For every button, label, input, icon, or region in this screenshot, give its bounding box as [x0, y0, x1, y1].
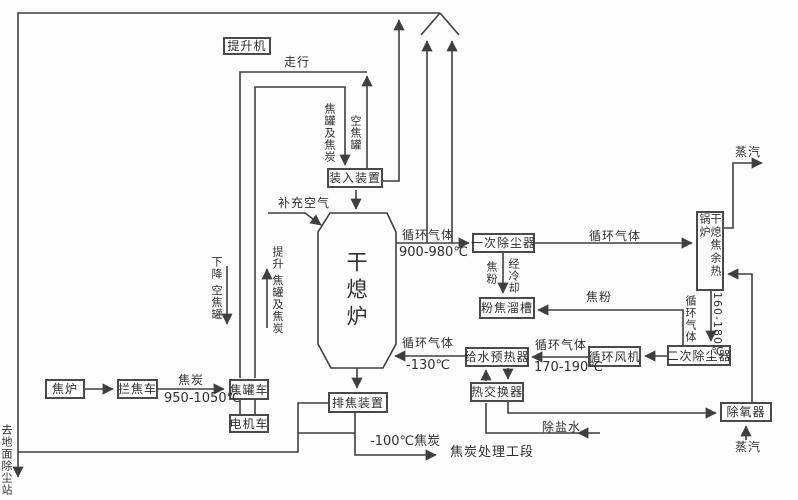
primary-dust-collector-label: 一次除尘器 — [471, 236, 537, 250]
makeup-air-line — [268, 212, 322, 226]
demin-water-line — [485, 403, 578, 434]
label-travel: 走行 — [284, 55, 311, 69]
cold-coke-out-line — [354, 413, 437, 461]
box-coke-guide-car: 拦焦车 — [117, 379, 158, 399]
box-charging-device: 装入装置 — [327, 168, 383, 188]
label-cold-coke: -100℃焦炭 — [370, 434, 441, 449]
steam-out-line — [724, 157, 763, 229]
full-tank-lift-line — [254, 86, 351, 378]
label-empty-tank: 空焦罐 — [349, 115, 362, 151]
label-temp-170-190: 170-190℃ — [534, 360, 603, 375]
box-waste-heat-boiler: 干熄焦余热锅炉 — [696, 211, 724, 291]
hoister-label: 提升机 — [227, 39, 267, 53]
box-circulation-fan: 循环风机 — [588, 346, 641, 367]
travel-descend-line — [239, 71, 367, 378]
label-circ-gas-to-boiler: 循环气体 — [589, 229, 642, 243]
label-circ-gas-down: 循环气体 — [684, 295, 697, 343]
box-deaerator: 除氧器 — [720, 402, 772, 422]
label-steam-top: 蒸汽 — [735, 145, 762, 159]
circulation-fan-label: 循环风机 — [588, 349, 641, 364]
hx-to-deaerator-line — [507, 402, 717, 419]
charging-exhaust-line — [382, 19, 405, 182]
charging-device-label: 装入装置 — [329, 171, 382, 185]
discharger-dust-line — [18, 402, 328, 453]
coke-discharger-label: 排焦装置 — [331, 395, 384, 410]
label-temp-hot: 900-980℃ — [399, 245, 468, 260]
secondary-dust-collector-label: 二次除尘器 — [666, 348, 732, 363]
coke-oven-label: 焦炉 — [51, 382, 78, 396]
label-coke: 焦炭 — [178, 373, 205, 387]
feedwater-preheater-label: 给水预热器 — [464, 350, 530, 364]
waste-heat-boiler-label: 干熄焦余热锅炉 — [698, 213, 722, 278]
coke-guide-car-label: 拦焦车 — [118, 382, 158, 396]
label-cooled: 经冷却 — [507, 258, 520, 294]
label-lift-full-tank: 提升 焦罐及焦炭 — [271, 246, 284, 335]
box-feedwater-preheater: 给水预热器 — [465, 347, 529, 367]
label-temp-950-1050: 950-1050℃ — [164, 391, 242, 406]
label-descend-empty-tank: 下降 空焦罐 — [210, 256, 223, 321]
box-primary-dust-collector: 一次除尘器 — [471, 233, 537, 253]
electric-locomotive-label: 电机车 — [229, 416, 269, 431]
furnace-outline — [317, 212, 397, 369]
label-circ-gas-hot: 循环气体 — [402, 228, 455, 242]
box-heat-exchanger: 热交换器 — [470, 382, 524, 402]
label-makeup-air: 补充空气 — [278, 196, 331, 210]
box-hoister: 提升机 — [223, 37, 271, 55]
box-coke-oven: 焦炉 — [45, 379, 85, 399]
deaerator-label: 除氧器 — [726, 405, 766, 419]
label-steam-bottom: 蒸汽 — [735, 440, 762, 454]
label-coke-powder-vertical: 焦粉 — [485, 261, 498, 285]
line-to-ground-dust-station — [12, 12, 440, 478]
box-coke-discharger: 排焦装置 — [328, 392, 388, 413]
label-temp-minus-130: -130℃ — [406, 358, 451, 373]
label-temp-160-180: 160-180℃ — [711, 292, 724, 359]
label-to-ground-dust-station: 去地面除尘站 — [0, 424, 13, 496]
box-powder-coke-chute: 粉焦溜槽 — [479, 297, 535, 319]
vent-roof-right — [439, 12, 460, 36]
label-circ-gas-mid: 循环气体 — [535, 338, 588, 352]
deaerator-to-boiler-line — [727, 268, 753, 402]
label-demineralized-water: 除盐水 — [542, 420, 582, 434]
heat-exchanger-label: 热交换器 — [471, 385, 524, 399]
box-coke-tank-car: 焦罐车 — [229, 379, 269, 400]
label-circ-gas-cold: 循环气体 — [402, 336, 455, 350]
coke-powder-return-line — [537, 304, 684, 345]
coke-tank-car-label: 焦罐车 — [229, 382, 269, 397]
box-secondary-dust-collector: 二次除尘器 — [667, 345, 731, 366]
label-coke-powder: 焦粉 — [586, 290, 613, 304]
furnace-label: 干熄炉 — [344, 251, 368, 332]
vent-roof-left — [420, 12, 441, 36]
powder-coke-chute-label: 粉焦溜槽 — [481, 301, 534, 315]
label-coke-processing-section: 焦炭处理工段 — [450, 445, 535, 460]
label-full-tank: 焦罐及焦炭 — [323, 103, 336, 163]
box-electric-locomotive: 电机车 — [229, 414, 269, 433]
